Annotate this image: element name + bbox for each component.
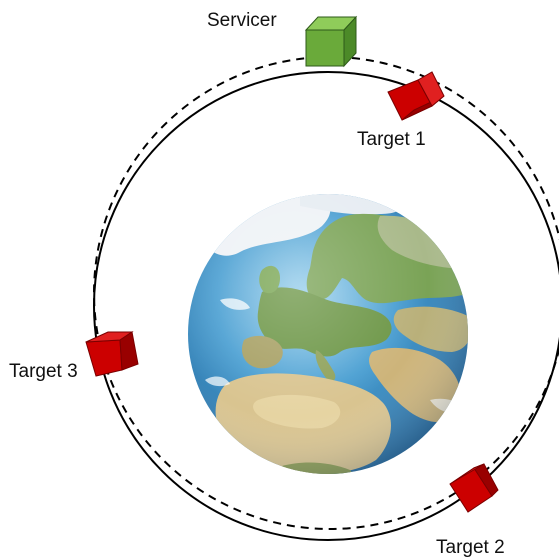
earth-globe	[188, 194, 468, 474]
servicer-label: Servicer	[207, 10, 277, 31]
servicer-cube-icon	[304, 15, 358, 68]
target-2-cube-icon	[449, 463, 499, 513]
earth-shading	[188, 194, 468, 474]
target-1-label: Target 1	[357, 129, 426, 150]
target-3-cube-icon	[85, 331, 139, 377]
target-2-label: Target 2	[436, 537, 505, 558]
target-3-label: Target 3	[9, 361, 78, 382]
target-1-cube-icon	[387, 71, 445, 121]
